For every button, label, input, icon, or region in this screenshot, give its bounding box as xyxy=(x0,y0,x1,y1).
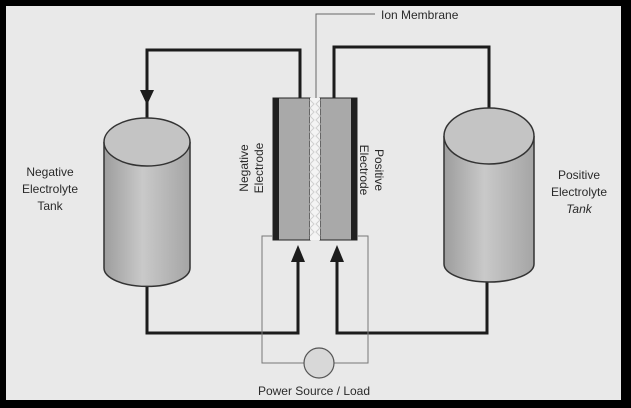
negative-tank-top xyxy=(103,117,191,167)
positive-pipe-bottom xyxy=(335,250,489,335)
external-circuit xyxy=(261,235,369,364)
negative-inflow-arrow xyxy=(140,90,154,105)
negative-tank-label: Negative Electrolyte Tank xyxy=(22,165,78,213)
negative-tank-label-line1: Negative xyxy=(26,165,74,179)
negative-pipe-loop xyxy=(145,48,302,335)
membrane-texture-left xyxy=(309,99,315,237)
negative-tank-label-line3: Tank xyxy=(37,199,63,213)
positive-electrolyte-tank xyxy=(443,107,535,283)
positive-tank-label-line2: Electrolyte xyxy=(551,185,607,199)
positive-pipe-loop xyxy=(332,45,491,335)
positive-electrode-label: Positive Electrode xyxy=(357,145,386,196)
negative-pipe-top xyxy=(145,48,302,118)
positive-pipe-top xyxy=(332,45,491,118)
power-source-label: Power Source / Load xyxy=(258,384,370,398)
negative-electrode-label-line1: Negative xyxy=(237,144,251,192)
positive-tank-label: Positive Electrolyte Tank xyxy=(551,168,607,216)
negative-tank-label-line2: Electrolyte xyxy=(22,182,78,196)
circuit-wire-left xyxy=(261,235,304,364)
positive-electrode-label-line1: Positive xyxy=(372,149,386,191)
negative-electrolyte-tank xyxy=(103,117,191,288)
positive-return-arrow xyxy=(330,245,344,262)
cell-stack xyxy=(272,97,358,241)
power-source-load-symbol xyxy=(303,347,335,379)
ion-membrane-leader xyxy=(315,13,375,98)
positive-electrode-label-line2: Electrode xyxy=(357,145,371,196)
ion-membrane xyxy=(310,98,320,240)
negative-electrode-label: Negative Electrode xyxy=(237,142,266,193)
negative-return-arrow xyxy=(291,245,305,262)
positive-electrode xyxy=(319,97,358,241)
negative-tank-body xyxy=(103,142,191,288)
negative-pipe-bottom xyxy=(145,250,300,335)
circuit-wire-right xyxy=(334,235,369,364)
positive-tank-label-line3: Tank xyxy=(566,202,593,216)
membrane-texture-right xyxy=(315,99,321,237)
positive-tank-label-line1: Positive xyxy=(558,168,600,182)
negative-electrode-label-line2: Electrode xyxy=(252,142,266,193)
negative-current-collector xyxy=(273,98,279,240)
positive-tank-top xyxy=(443,107,535,165)
positive-tank-body xyxy=(443,136,535,283)
ion-membrane-label: Ion Membrane xyxy=(381,8,459,22)
positive-current-collector xyxy=(351,98,357,240)
